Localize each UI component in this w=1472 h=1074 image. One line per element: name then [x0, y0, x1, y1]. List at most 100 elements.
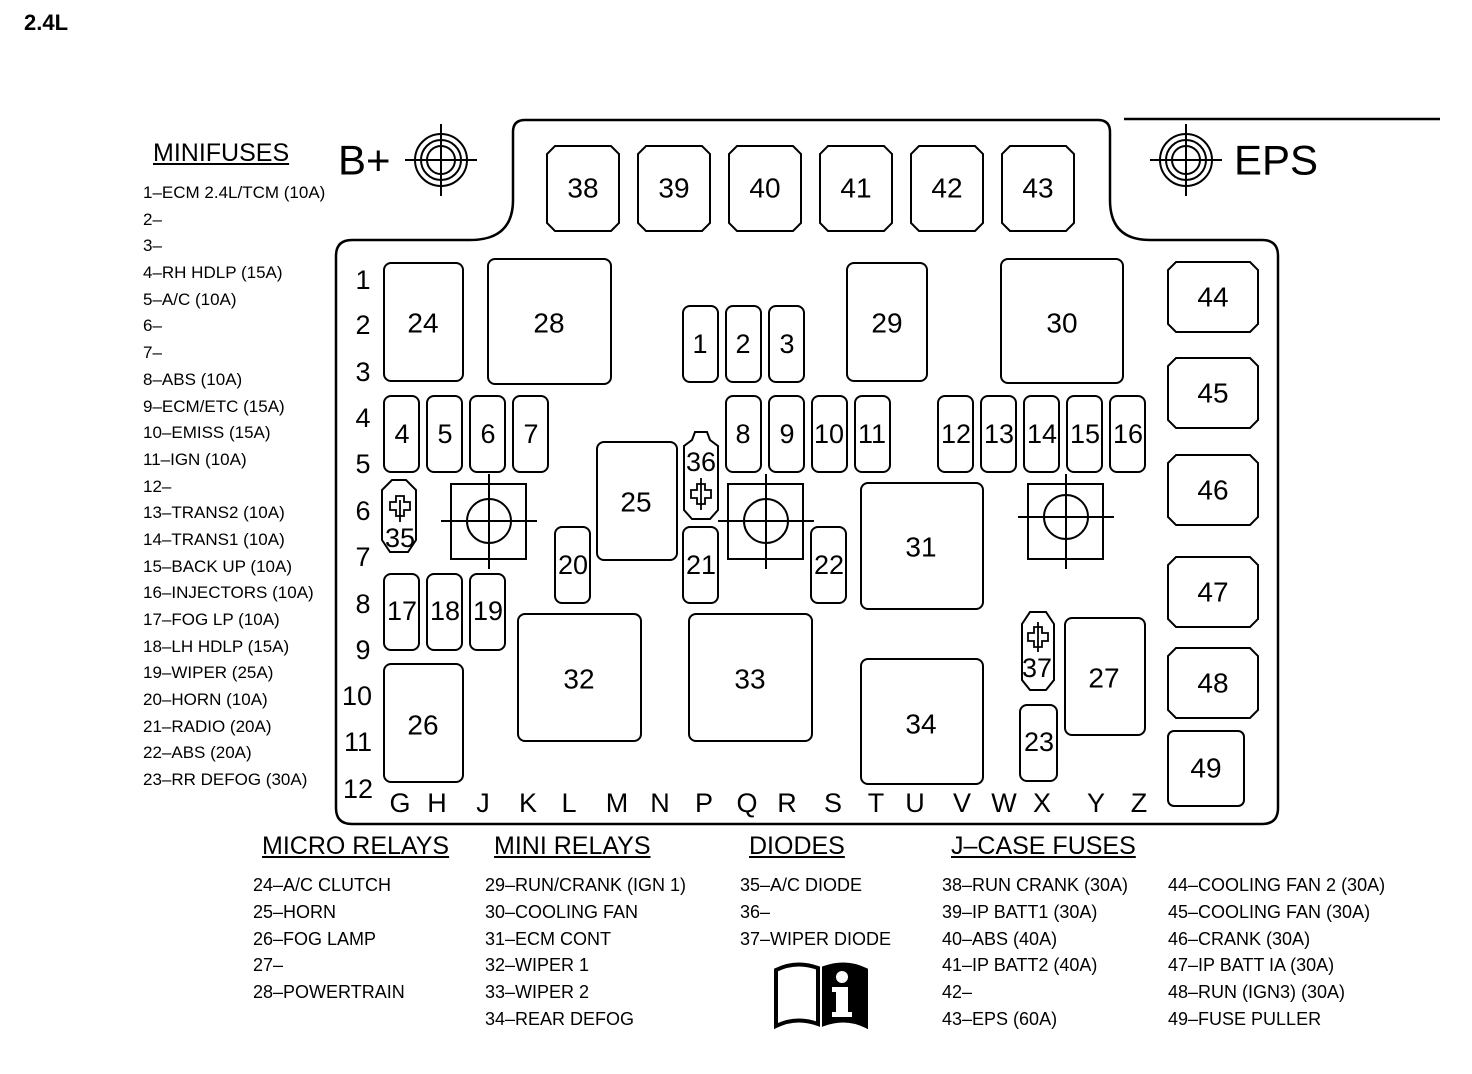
svg-text:43: 43 [1022, 173, 1053, 204]
mini-relay-33[interactable]: 33 [688, 613, 813, 742]
column-label: R [777, 788, 797, 818]
jcase-fuse-45[interactable]: 45 [1167, 357, 1259, 429]
jcase-fuse-48[interactable]: 48 [1167, 647, 1259, 719]
column-label: Z [1131, 788, 1148, 818]
jcase-fuse-47[interactable]: 47 [1167, 556, 1259, 628]
column-label: N [650, 788, 670, 818]
svg-text:26: 26 [407, 710, 438, 741]
minifuse-12[interactable]: 12 [937, 395, 974, 473]
jcase-fuse-40[interactable]: 40 [728, 145, 802, 232]
svg-text:3: 3 [779, 329, 794, 359]
mini-relays-list: 29–RUN/CRANK (IGN 1) 30–COOLING FAN 31–E… [485, 872, 686, 1033]
mini-relay-34[interactable]: 34 [860, 658, 984, 785]
legend-item: 4–RH HDLP (15A) [143, 263, 283, 283]
jcase-fuse-39[interactable]: 39 [637, 145, 711, 232]
svg-text:15: 15 [1070, 419, 1100, 449]
minifuse-1[interactable]: 1 [682, 305, 719, 383]
legend-item: 8–ABS (10A) [143, 369, 243, 389]
minifuse-15[interactable]: 15 [1066, 395, 1103, 473]
minifuse-13[interactable]: 13 [980, 395, 1017, 473]
legend-item: 45–COOLING FAN (30A) [1168, 901, 1371, 922]
legend-item: 47–IP BATT IA (30A) [1168, 955, 1335, 976]
micro-relay-28[interactable]: 28 [487, 258, 612, 385]
svg-text:6: 6 [480, 419, 495, 449]
legend-item: 31–ECM CONT [485, 928, 612, 949]
mini-relay-31[interactable]: 31 [860, 482, 984, 610]
legend-item: 9–ECM/ETC (15A) [143, 396, 285, 416]
svg-text:9: 9 [779, 419, 794, 449]
jcase-fuse-44[interactable]: 44 [1167, 261, 1259, 333]
diode-35[interactable]: 35 [381, 479, 417, 553]
fuse-box-housing [334, 118, 1280, 826]
minifuse-11[interactable]: 11 [854, 395, 891, 473]
minifuse-4[interactable]: 4 [383, 395, 420, 473]
minifuse-22[interactable]: 22 [810, 526, 847, 604]
svg-text:5: 5 [437, 419, 452, 449]
jcase-fuse-42[interactable]: 42 [910, 145, 984, 232]
minifuse-6[interactable]: 6 [469, 395, 506, 473]
jcase-fuse-41[interactable]: 41 [819, 145, 893, 232]
minifuse-5[interactable]: 5 [426, 395, 463, 473]
legend-item: 44–COOLING FAN 2 (30A) [1168, 875, 1386, 895]
minifuse-8[interactable]: 8 [725, 395, 762, 473]
minifuse-14[interactable]: 14 [1023, 395, 1060, 473]
minifuse-18[interactable]: 18 [426, 573, 463, 651]
micro-relay-24[interactable]: 24 [383, 262, 464, 382]
row-label: 8 [355, 589, 370, 619]
svg-text:22: 22 [814, 550, 844, 580]
diode-37[interactable]: 37 [1021, 611, 1055, 691]
svg-text:19: 19 [473, 596, 503, 626]
micro-relay-26[interactable]: 26 [383, 663, 464, 783]
fuse-puller-49[interactable]: 49 [1167, 730, 1245, 807]
minifuse-2[interactable]: 2 [725, 305, 762, 383]
diode-icon [389, 495, 411, 522]
minifuse-20[interactable]: 20 [554, 526, 591, 604]
minifuse-7[interactable]: 7 [512, 395, 549, 473]
row-label: 1 [355, 265, 370, 295]
mini-relay-32[interactable]: 32 [517, 613, 642, 742]
minifuse-16[interactable]: 16 [1109, 395, 1146, 473]
legend-item: 3– [143, 236, 162, 256]
svg-text:4: 4 [394, 419, 409, 449]
column-label: K [519, 788, 537, 818]
diode-icon [690, 478, 712, 510]
micro-relay-25[interactable]: 25 [596, 441, 678, 561]
legend-item: 5–A/C (10A) [143, 289, 237, 309]
row-label: 12 [343, 774, 373, 804]
jcase-fuse-46[interactable]: 46 [1167, 454, 1259, 526]
micro-relay-27[interactable]: 27 [1064, 617, 1146, 736]
row-label: 5 [355, 449, 370, 479]
diode-36[interactable]: 36 [683, 431, 719, 520]
column-label: L [561, 788, 576, 818]
svg-text:36: 36 [686, 447, 716, 477]
minifuse-21[interactable]: 21 [682, 526, 719, 604]
row-label: 4 [355, 403, 370, 433]
legend-item: 40–ABS (40A) [942, 928, 1058, 949]
svg-text:25: 25 [620, 487, 651, 518]
minifuse-19[interactable]: 19 [469, 573, 506, 651]
legend-item: 43–EPS (60A) [942, 1008, 1058, 1029]
minifuse-17[interactable]: 17 [383, 573, 420, 651]
minifuse-10[interactable]: 10 [811, 395, 848, 473]
minifuse-23[interactable]: 23 [1019, 704, 1058, 782]
minifuse-9[interactable]: 9 [768, 395, 805, 473]
mini-relay-29[interactable]: 29 [846, 262, 928, 382]
row-label: 9 [355, 635, 370, 665]
svg-text:14: 14 [1027, 419, 1057, 449]
legend-item: 39–IP BATT1 (30A) [942, 901, 1098, 922]
minifuse-3[interactable]: 3 [768, 305, 805, 383]
legend-item: 38–RUN CRANK (30A) [942, 875, 1129, 895]
column-label: H [427, 788, 447, 818]
row-label: 10 [342, 681, 372, 711]
svg-text:41: 41 [840, 173, 871, 204]
jcase-fuse-38[interactable]: 38 [546, 145, 620, 232]
legend-item: 35–A/C DIODE [740, 875, 863, 895]
svg-text:30: 30 [1046, 308, 1077, 339]
legend-item: 14–TRANS1 (10A) [143, 529, 285, 549]
jcase-fuse-43[interactable]: 43 [1001, 145, 1075, 232]
svg-text:31: 31 [905, 532, 936, 563]
mini-relay-30[interactable]: 30 [1000, 258, 1124, 384]
legend-item: 27– [253, 955, 284, 976]
micro-relays-list: 24–A/C CLUTCH 25–HORN 26–FOG LAMP 27– 28… [253, 872, 405, 1006]
